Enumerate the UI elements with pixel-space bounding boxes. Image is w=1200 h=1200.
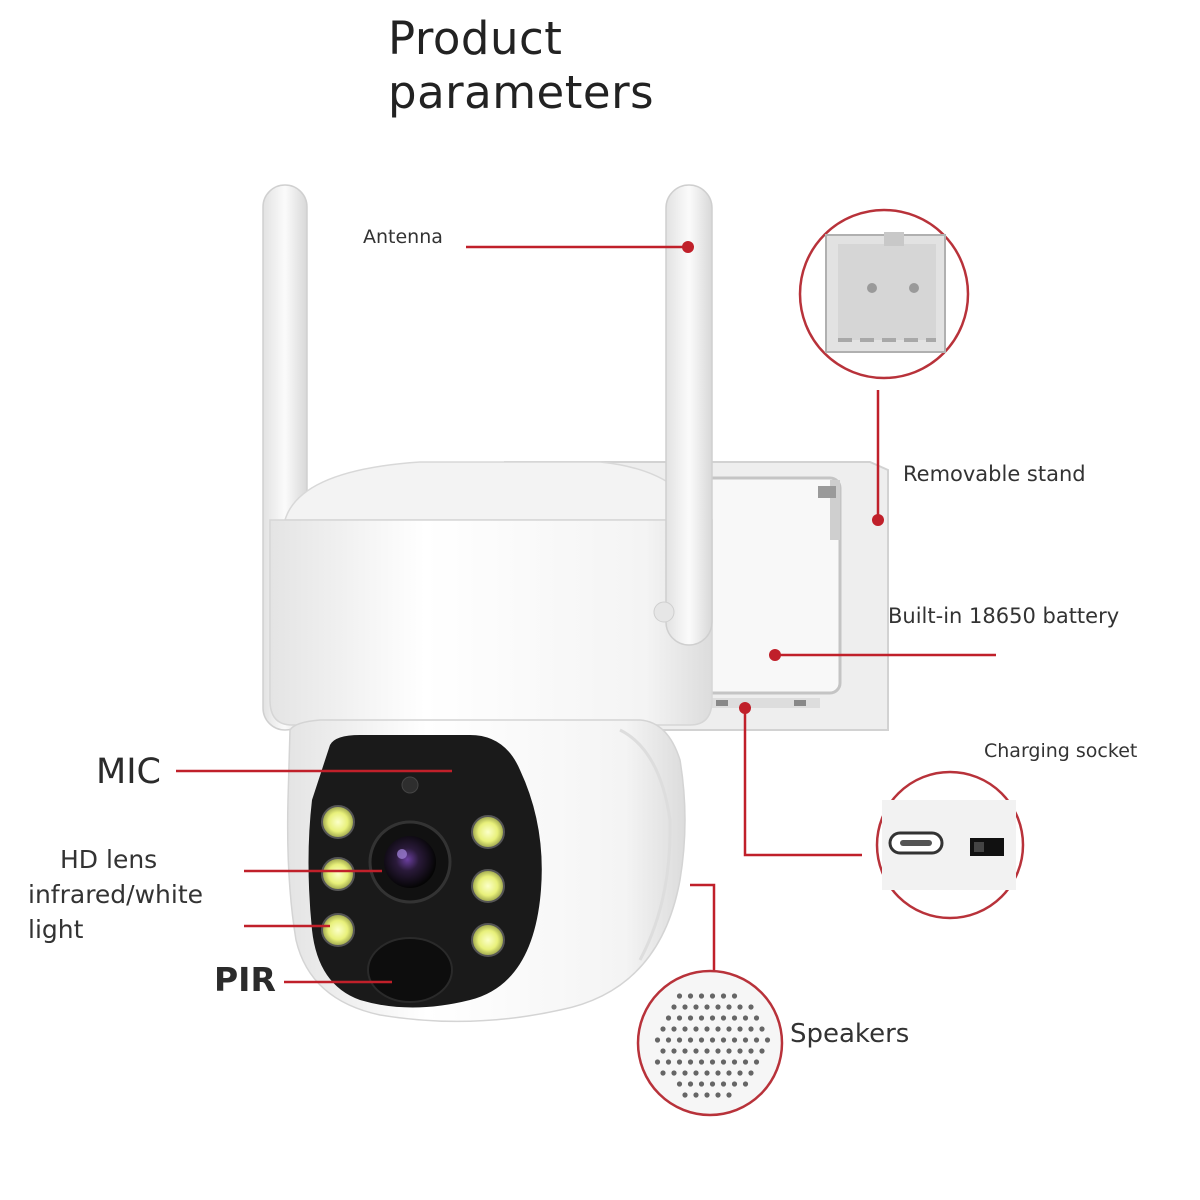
title-line-2: parameters xyxy=(388,66,655,119)
speaker-magnifier xyxy=(636,969,784,1117)
speaker-grille xyxy=(654,993,771,1098)
label-pir: PIR xyxy=(214,960,276,999)
led-6 xyxy=(471,923,505,957)
callout-speakers xyxy=(690,883,716,970)
mic-hole xyxy=(401,776,419,794)
top-dome xyxy=(283,461,702,521)
stand-magnifier xyxy=(798,208,970,380)
label-mic: MIC xyxy=(96,752,161,792)
led-2 xyxy=(321,857,355,891)
led-5 xyxy=(471,869,505,903)
label-speakers: Speakers xyxy=(790,1019,910,1049)
callout-charging-socket xyxy=(739,702,862,857)
led-array xyxy=(321,805,505,957)
label-removable-stand: Removable stand xyxy=(903,462,1086,486)
label-antenna: Antenna xyxy=(363,226,443,248)
upper-body xyxy=(269,519,713,726)
led-3 xyxy=(321,913,355,947)
callout-battery xyxy=(769,649,996,661)
charging-socket-magnifier xyxy=(875,770,1025,920)
page-title: Product parameters xyxy=(388,12,654,120)
led-1 xyxy=(321,805,355,839)
label-charging-socket: Charging socket xyxy=(984,740,1138,762)
label-infrared-line-2: light xyxy=(28,915,84,944)
antenna-hinge xyxy=(653,601,675,623)
pir-sensor xyxy=(367,937,453,1003)
led-4 xyxy=(471,815,505,849)
callout-antenna xyxy=(466,241,694,253)
callout-removable-stand xyxy=(872,390,884,526)
right-antenna xyxy=(665,184,713,646)
lens xyxy=(384,836,436,888)
label-hd-lens: HD lens xyxy=(60,845,158,874)
title-line-1: Product xyxy=(388,12,563,65)
label-battery: Built-in 18650 battery xyxy=(888,604,1120,628)
label-infrared-line-1: infrared/white xyxy=(28,880,204,909)
